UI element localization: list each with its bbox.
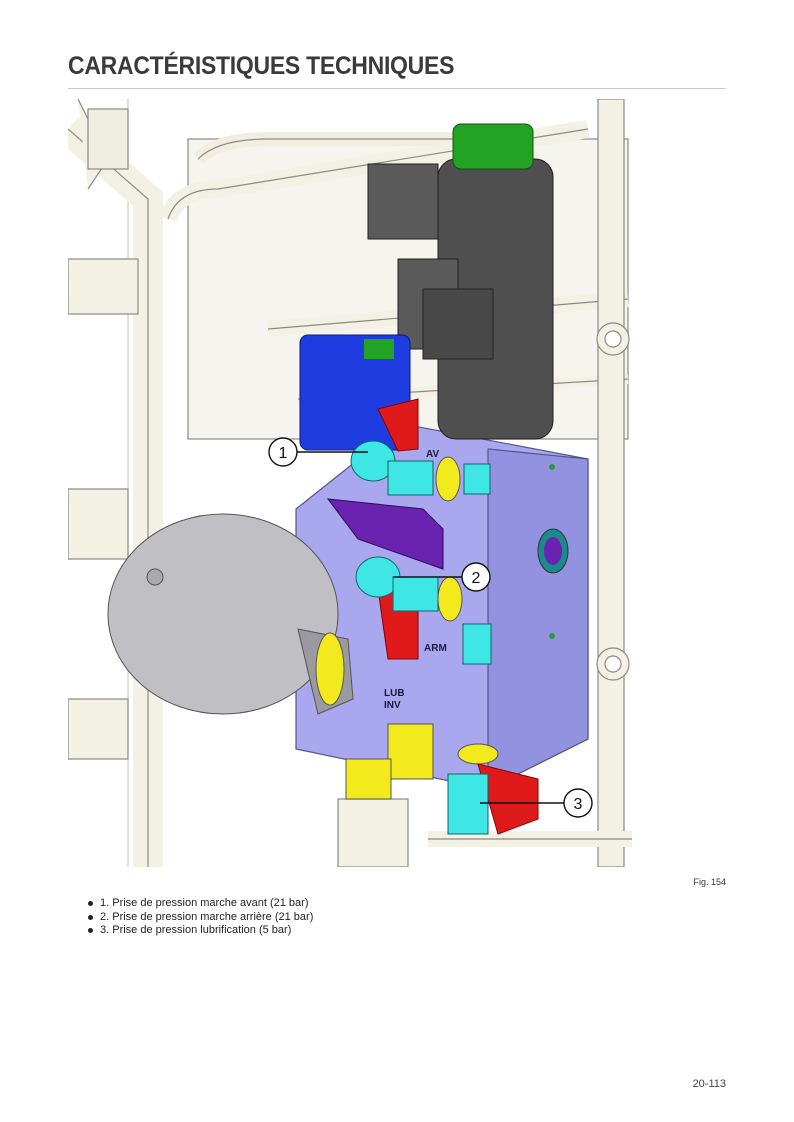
legend-item-3: 3. Prise de pression lubrification (5 ba…	[88, 924, 313, 938]
solenoid-valve	[367, 123, 554, 440]
test-point-3	[345, 723, 539, 835]
stamp-lub: LUB	[384, 688, 405, 699]
test-point-2	[355, 556, 492, 665]
legend-item-1: 1. Prise de pression marche avant (21 ba…	[88, 897, 313, 911]
title-divider	[68, 88, 726, 89]
stamp-inv: INV	[384, 700, 401, 711]
callout-2: 2	[393, 562, 491, 592]
page-number: 20-113	[692, 1078, 726, 1090]
callout-2-number: 2	[472, 570, 481, 587]
stamp-av: AV	[426, 449, 439, 460]
page-title: CARACTÉRISTIQUES TECHNIQUES	[68, 52, 455, 80]
test-point-1	[350, 398, 491, 502]
callout-1-number: 1	[279, 445, 288, 462]
stamp-arm: ARM	[424, 643, 447, 654]
purple-fitting	[326, 498, 444, 570]
callout-3: 3	[480, 788, 593, 818]
figure-caption: Fig. 154	[693, 877, 726, 887]
blue-solenoid	[299, 334, 411, 451]
legend-item-2: 2. Prise de pression marche arrière (21 …	[88, 911, 313, 925]
accumulator	[107, 513, 354, 715]
block-stamps: AV ARM LUB INV	[384, 449, 447, 711]
figure-legend: 1. Prise de pression marche avant (21 ba…	[88, 897, 313, 938]
callout-3-number: 3	[574, 796, 583, 813]
hydraulic-block-figure: AV ARM LUB INV 1 2 3	[68, 99, 632, 867]
callout-1: 1	[268, 437, 368, 467]
